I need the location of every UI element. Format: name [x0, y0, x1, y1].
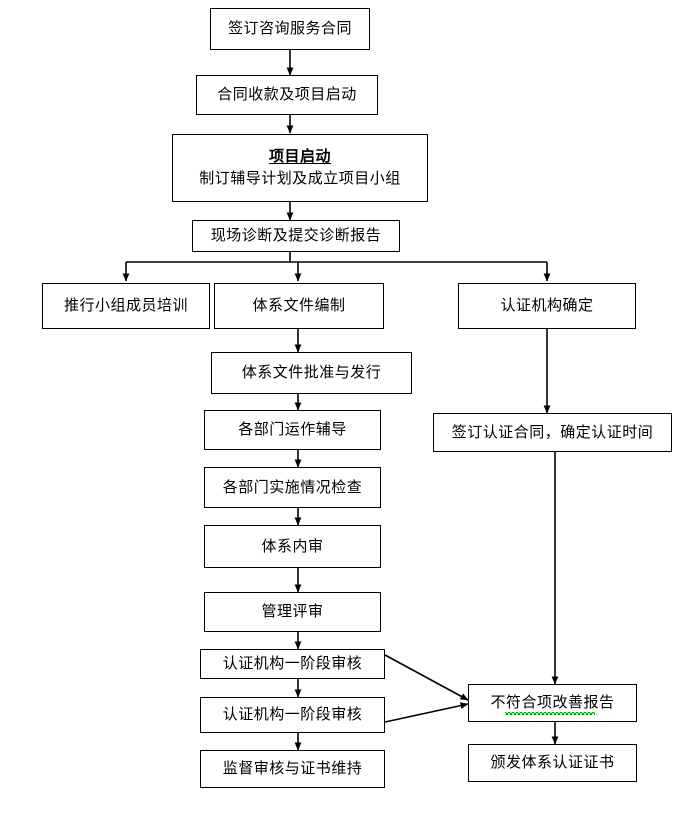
node-label: 认证机构一阶段审核	[222, 654, 363, 673]
node-label: 认证机构一阶段审核	[222, 705, 363, 724]
node-issue-certification-certificate[interactable]: 颁发体系认证证书	[468, 744, 637, 782]
node-label: 签订咨询服务合同	[227, 19, 352, 38]
node-internal-audit[interactable]: 体系内审	[204, 525, 381, 568]
node-team-member-training[interactable]: 推行小组成员培训	[42, 283, 210, 329]
node-certification-stage-two-audit[interactable]: 认证机构一阶段审核	[200, 697, 385, 733]
node-onsite-diagnosis-report[interactable]: 现场诊断及提交诊断报告	[192, 220, 400, 252]
node-label: 各部门实施情况检查	[222, 477, 363, 496]
node-label: 认证机构确定	[500, 296, 594, 315]
node-label-secondary: 制订辅导计划及成立项目小组	[199, 169, 401, 187]
node-label: 现场诊断及提交诊断报告	[210, 226, 382, 245]
node-label: 推行小组成员培训	[63, 296, 188, 315]
node-sign-consulting-contract[interactable]: 签订咨询服务合同	[210, 8, 370, 50]
node-certification-stage-one-audit[interactable]: 认证机构一阶段审核	[200, 649, 385, 679]
node-label: 体系文件编制	[252, 296, 346, 315]
node-project-kickoff[interactable]: 项目启动 制订辅导计划及成立项目小组	[172, 134, 428, 202]
node-label: 体系文件批准与发行	[241, 363, 382, 382]
node-sign-certification-contract[interactable]: 签订认证合同，确定认证时间	[433, 413, 672, 452]
node-label: 不符合项改善报告	[490, 692, 614, 715]
node-certification-body-selection[interactable]: 认证机构确定	[458, 283, 636, 329]
node-label: 体系内审	[261, 536, 324, 555]
node-document-approval-release[interactable]: 体系文件批准与发行	[211, 352, 412, 394]
edge-n13-n17	[384, 654, 469, 701]
node-label: 管理评审	[261, 602, 324, 621]
node-department-operation-guidance[interactable]: 各部门运作辅导	[204, 410, 381, 450]
edge-n14-n17	[384, 702, 469, 723]
node-label-primary: 项目启动	[268, 147, 331, 166]
node-management-review[interactable]: 管理评审	[204, 592, 381, 632]
node-label: 监督审核与证书维持	[222, 759, 363, 778]
node-contract-payment-project-start[interactable]: 合同收款及项目启动	[196, 75, 378, 115]
node-surveillance-audit-certificate-maintenance[interactable]: 监督审核与证书维持	[200, 750, 385, 788]
node-nonconformity-improvement-report[interactable]: 不符合项改善报告	[468, 684, 637, 722]
node-label: 签订认证合同，确定认证时间	[451, 422, 654, 441]
node-label: 各部门运作辅导	[238, 420, 347, 439]
node-system-document-drafting[interactable]: 体系文件编制	[214, 283, 384, 329]
node-department-implementation-check[interactable]: 各部门实施情况检查	[204, 467, 381, 508]
node-label: 颁发体系认证证书	[490, 753, 615, 772]
node-label: 合同收款及项目启动	[217, 85, 357, 104]
